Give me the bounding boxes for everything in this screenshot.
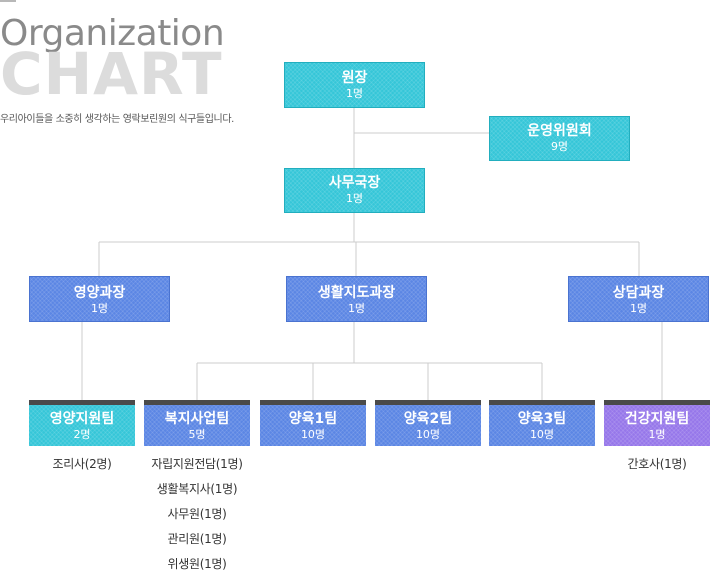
node-committee-title: 운영위원회 bbox=[527, 123, 592, 139]
node-care-team-2: 양육2팀 10명 bbox=[375, 400, 481, 446]
node-life-guidance-head-count: 1명 bbox=[347, 302, 366, 315]
node-secretary-general: 사무국장 1명 bbox=[284, 168, 425, 213]
staff-health-nurse: 간호사(1명) bbox=[627, 457, 687, 471]
node-health-support-title: 건강지원팀 bbox=[624, 411, 690, 427]
node-counseling-head-count: 1명 bbox=[629, 302, 648, 315]
node-nutrition-support: 영양지원팀 2명 bbox=[29, 400, 135, 446]
node-care-team-1-count: 10명 bbox=[300, 428, 326, 441]
node-welfare-team-title: 복지사업팀 bbox=[164, 411, 230, 427]
node-counseling-head-title: 상담과장 bbox=[612, 285, 665, 301]
node-care-team-3-title: 양육3팀 bbox=[517, 411, 567, 427]
node-care-team-1-title: 양육1팀 bbox=[288, 411, 338, 427]
node-care-team-3-count: 10명 bbox=[529, 428, 555, 441]
staff-nutrition-cook: 조리사(2명) bbox=[52, 457, 112, 471]
node-care-team-1: 양육1팀 10명 bbox=[260, 400, 366, 446]
node-welfare-team-count: 5명 bbox=[188, 428, 206, 441]
node-health-support: 건강지원팀 1명 bbox=[604, 400, 710, 446]
node-secretary-general-count: 1명 bbox=[345, 192, 364, 205]
node-health-support-count: 1명 bbox=[648, 428, 666, 441]
node-welfare-team: 복지사업팀 5명 bbox=[144, 400, 250, 446]
node-nutrition-support-count: 2명 bbox=[73, 428, 91, 441]
staff-welfare-manager: 관리원(1명) bbox=[167, 532, 227, 546]
node-care-team-2-title: 양육2팀 bbox=[403, 411, 453, 427]
node-director: 원장 1명 bbox=[284, 62, 425, 108]
node-director-count: 1명 bbox=[345, 87, 364, 100]
staff-welfare-life-worker: 생활복지사(1명) bbox=[156, 482, 238, 496]
staff-welfare-clerk: 사무원(1명) bbox=[167, 507, 227, 521]
node-director-title: 원장 bbox=[341, 70, 368, 86]
node-life-guidance-head-title: 생활지도과장 bbox=[317, 285, 396, 301]
node-care-team-3: 양육3팀 10명 bbox=[489, 400, 595, 446]
node-care-team-2-count: 10명 bbox=[415, 428, 441, 441]
node-nutrition-support-title: 영양지원팀 bbox=[49, 411, 115, 427]
node-committee: 운영위원회 9명 bbox=[489, 116, 630, 161]
node-life-guidance-head: 생활지도과장 1명 bbox=[286, 276, 427, 322]
staff-welfare-sanitation: 위생원(1명) bbox=[167, 557, 227, 571]
staff-welfare-independence: 자립지원전담(1명) bbox=[151, 457, 243, 471]
node-nutrition-head-title: 영양과장 bbox=[73, 285, 126, 301]
node-nutrition-head-count: 1명 bbox=[90, 302, 109, 315]
node-nutrition-head: 영양과장 1명 bbox=[29, 276, 170, 322]
page-title: Organization bbox=[0, 13, 225, 54]
node-secretary-general-title: 사무국장 bbox=[328, 175, 381, 191]
page-title-large: CHART bbox=[0, 40, 223, 108]
header-accent-bar bbox=[0, 0, 16, 2]
node-counseling-head: 상담과장 1명 bbox=[568, 276, 709, 322]
page-subtitle: 우리아이들을 소중히 생각하는 영락보린원의 식구들입니다. bbox=[0, 114, 234, 125]
node-committee-count: 9명 bbox=[550, 140, 569, 153]
